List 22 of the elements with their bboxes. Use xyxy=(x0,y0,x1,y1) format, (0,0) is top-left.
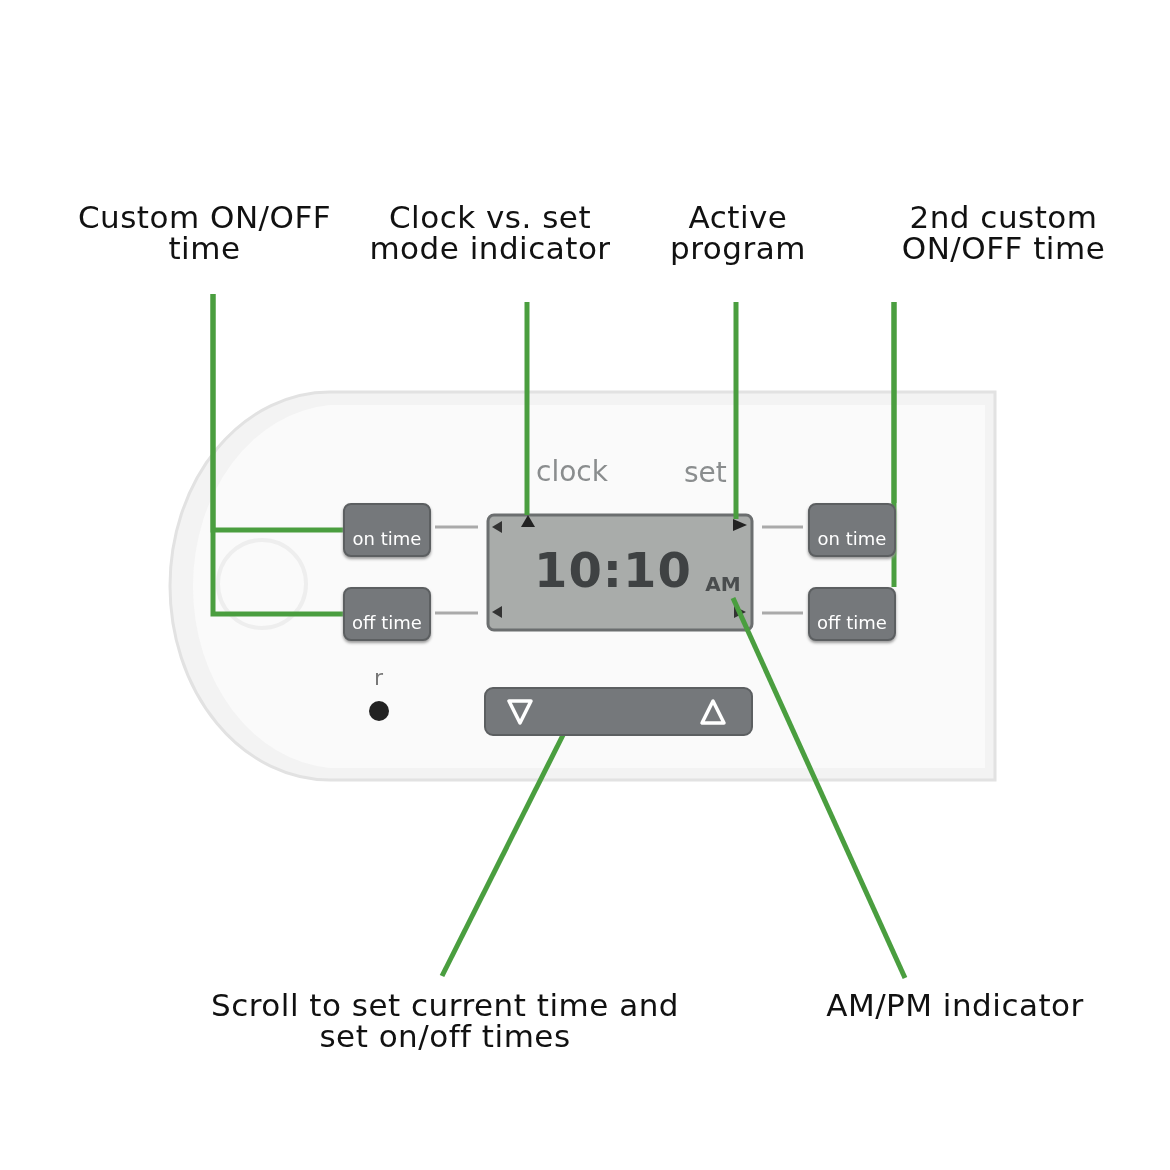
leader-line xyxy=(210,294,343,617)
timer-button: off time xyxy=(808,587,896,641)
lcd-digits: 10:10 xyxy=(534,541,692,600)
leader-line xyxy=(524,302,530,515)
reset-label: r xyxy=(374,665,384,690)
callout-text: Scroll to set current time and set on/off times xyxy=(205,990,685,1062)
indicator-triangle xyxy=(733,519,747,531)
timer-button: on time xyxy=(808,503,896,557)
leader-line xyxy=(891,302,897,587)
indicator-triangle xyxy=(521,515,535,527)
scroll-bar xyxy=(485,688,752,735)
callout-text: 2nd custom ON/OFF time xyxy=(866,202,1141,286)
callout-text: Custom ON/OFF time xyxy=(72,202,337,286)
callout-text: AM/PM indicator xyxy=(780,990,1130,1030)
mode-label: clock xyxy=(536,455,608,488)
callout-text: Active program xyxy=(648,202,828,286)
timer-button: on time xyxy=(343,503,431,557)
leader-line xyxy=(733,302,739,519)
mode-label: set xyxy=(684,456,727,489)
callout-text: Clock vs. set mode indicator xyxy=(340,202,640,286)
lcd-indicator: AM xyxy=(703,572,743,598)
timer-button: off time xyxy=(343,587,431,641)
